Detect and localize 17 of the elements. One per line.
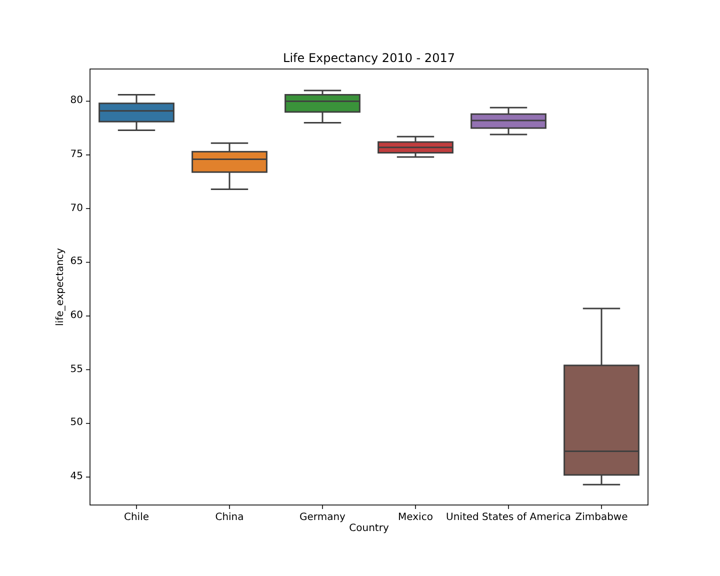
tick-label: 80 (70, 95, 83, 108)
tick-label: Germany (300, 512, 346, 524)
tick-label: 75 (70, 148, 83, 161)
tick-label: 70 (70, 202, 83, 215)
axis-title: life_expectancy (55, 248, 67, 326)
tick-label: Mexico (398, 512, 433, 524)
chart-title: Life Expectancy 2010 - 2017 (283, 52, 455, 64)
tick-label: United States of America (446, 512, 571, 524)
tick-label: Chile (124, 512, 150, 524)
axis-title: Country (349, 523, 389, 535)
tick-label: 45 (70, 471, 83, 484)
tick-label: 65 (70, 256, 83, 268)
tick-label: 60 (70, 310, 83, 322)
tick-label: China (215, 512, 244, 524)
tick-label: Zimbabwe (575, 512, 628, 524)
tick-label: 50 (70, 417, 83, 430)
tick-label: 55 (70, 364, 83, 376)
